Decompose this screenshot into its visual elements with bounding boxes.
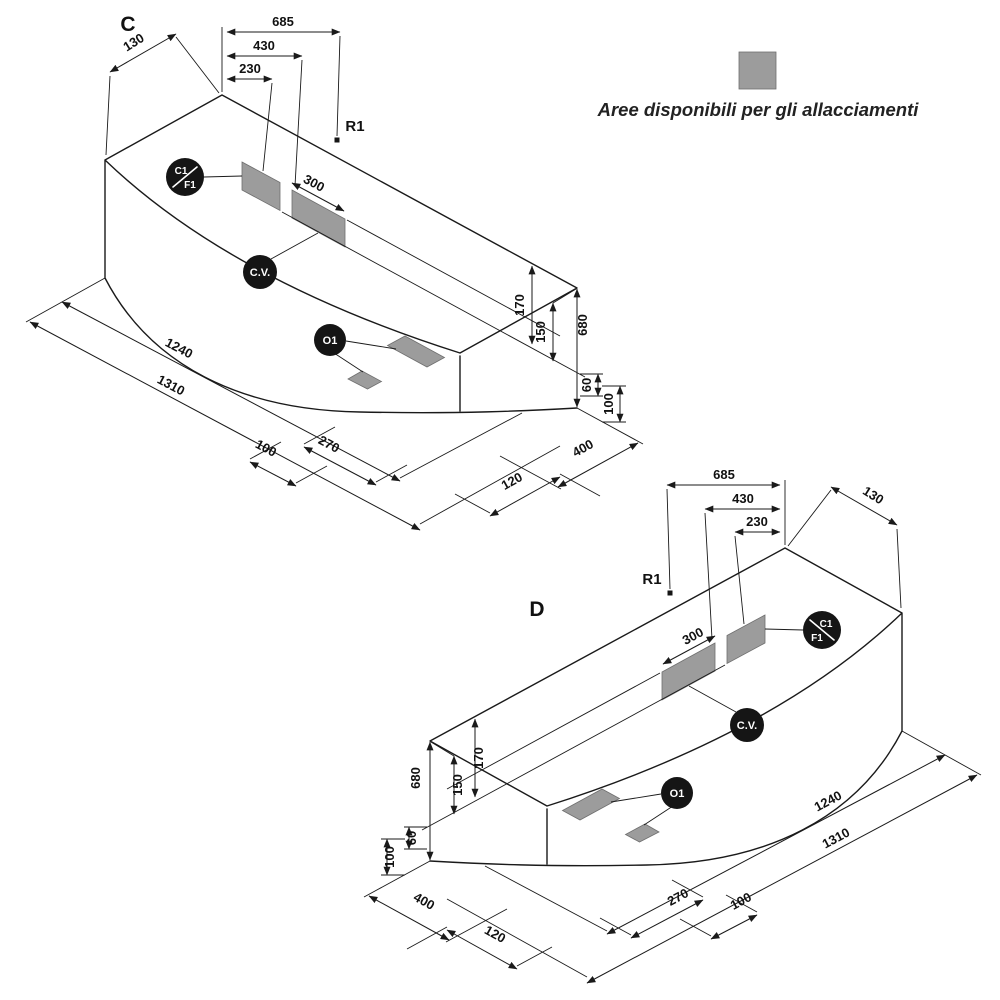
dim-130-d: 130 — [860, 483, 886, 507]
dim-100-side-c: 100 — [601, 393, 616, 415]
dimension-labels-c: 685 430 230 130 300 170 150 680 60 100 4… — [120, 14, 616, 493]
dim-100-floor-d: 100 — [728, 889, 754, 912]
dim-300-d: 300 — [680, 624, 706, 647]
f1-label-c: F1 — [184, 180, 196, 191]
dim-430-d: 430 — [732, 491, 754, 506]
dim-230-c: 230 — [239, 61, 261, 76]
view-d-title: D — [529, 598, 544, 621]
dim-680-d: 680 — [408, 767, 423, 789]
dim-1240-c: 1240 — [163, 335, 196, 362]
dim-430-c: 430 — [253, 38, 275, 53]
dim-270-c: 270 — [316, 432, 342, 455]
o1-label-d: O1 — [670, 788, 685, 800]
view-d: D R1 C1 F1 C.V. O1 685 430 230 130 300 1… — [364, 467, 981, 983]
o1-label-c: O1 — [323, 335, 338, 347]
dim-150-d: 150 — [450, 774, 465, 796]
dim-300-c: 300 — [301, 171, 327, 194]
legend-label: Aree disponibili per gli allacciamenti — [597, 99, 920, 120]
cv-label-c: C.V. — [250, 267, 270, 279]
dim-270-d: 270 — [665, 885, 691, 908]
dim-400-c: 400 — [570, 436, 596, 460]
dim-1240-d: 1240 — [812, 788, 845, 815]
dim-150-c: 150 — [533, 321, 548, 343]
dimension-labels-d: 685 430 230 130 300 170 150 680 60 100 4… — [382, 467, 887, 946]
dim-100-side-d: 100 — [382, 846, 397, 868]
legend: Aree disponibili per gli allacciamenti — [597, 51, 920, 120]
cv-label-d: C.V. — [737, 720, 757, 732]
dim-60-d: 60 — [404, 831, 419, 845]
view-c-title: C — [120, 13, 135, 36]
dim-120-d: 120 — [482, 922, 508, 946]
dim-685-d: 685 — [713, 467, 735, 482]
dim-100-floor-c: 100 — [253, 436, 279, 459]
dim-60-c: 60 — [579, 378, 594, 392]
dim-1310-d: 1310 — [820, 825, 853, 852]
dim-1310-c: 1310 — [155, 372, 188, 399]
r1-label-c: R1 — [345, 118, 364, 135]
c1-label-c: C1 — [175, 166, 188, 177]
dim-170-c: 170 — [512, 294, 527, 316]
view-c: C R1 C1 F1 C.V. O1 685 430 230 130 300 1… — [26, 13, 643, 530]
dim-170-d: 170 — [471, 747, 486, 769]
dim-230-d: 230 — [746, 514, 768, 529]
c1-label-d: C1 — [820, 619, 833, 630]
dim-120-c: 120 — [499, 469, 525, 493]
dim-400-d: 400 — [411, 889, 437, 913]
legend-swatch — [738, 51, 777, 90]
dim-680-c: 680 — [575, 314, 590, 336]
r1-label-d: R1 — [642, 571, 661, 588]
f1-label-d: F1 — [811, 633, 823, 644]
dim-685-c: 685 — [272, 14, 294, 29]
